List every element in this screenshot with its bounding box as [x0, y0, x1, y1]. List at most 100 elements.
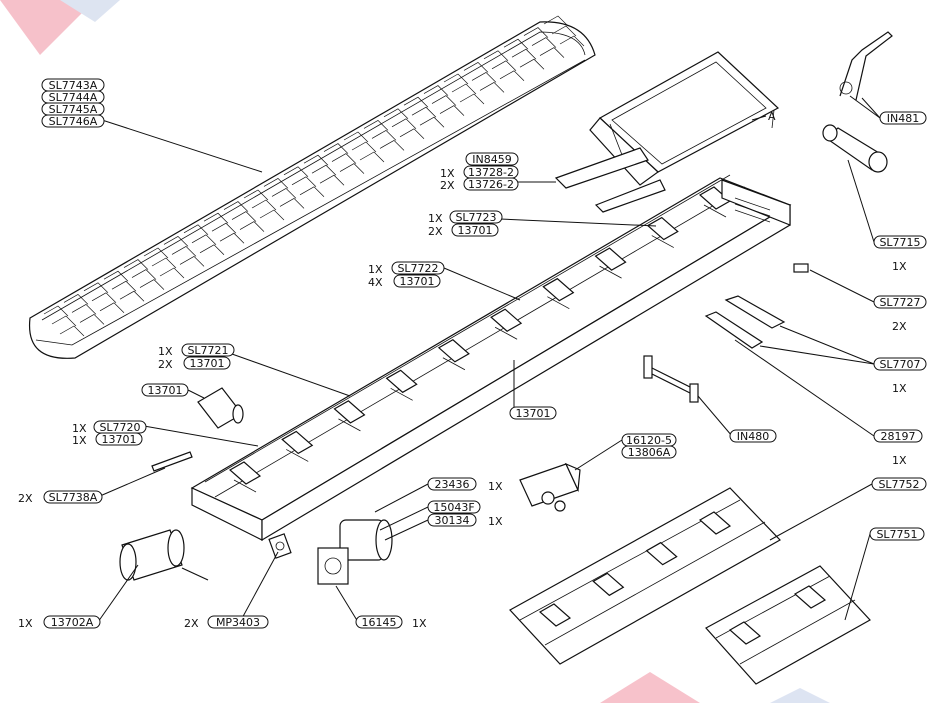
callout-in8459: IN8459	[465, 152, 519, 166]
qty-sl7723: 1X	[428, 212, 443, 225]
callout-labels: SL7743A SL7744A SL7745A SL7746A A IN8459…	[18, 78, 927, 630]
svg-text:SL7723: SL7723	[455, 211, 496, 224]
callout-mp3403: MP3403	[207, 615, 269, 629]
small-block	[793, 263, 809, 273]
callout-30134: 30134	[427, 513, 477, 527]
svg-text:23436: 23436	[435, 478, 470, 491]
small-roller	[197, 387, 244, 429]
callout-in481: IN481	[879, 111, 927, 125]
svg-text:SL7751: SL7751	[876, 528, 917, 541]
svg-text:13701: 13701	[148, 384, 183, 397]
svg-text:13701: 13701	[400, 275, 435, 288]
callout-sl7722: SL7722	[391, 261, 445, 275]
qty-sl7721: 1X	[158, 345, 173, 358]
callout-sl7727: SL7727	[873, 295, 927, 309]
bearing-plate	[268, 533, 292, 559]
qty-sl7738a: 2X	[18, 492, 33, 505]
qty-sl7707: 1X	[892, 382, 907, 395]
callout-sl7738a: SL7738A	[43, 490, 103, 504]
svg-text:13701: 13701	[516, 407, 551, 420]
svg-text:13806A: 13806A	[628, 446, 671, 459]
qty-sl7727: 2X	[892, 320, 907, 333]
callout-hopper-suffix: A	[768, 110, 776, 123]
svg-text:15043F: 15043F	[433, 501, 474, 514]
svg-text:13701: 13701	[458, 224, 493, 237]
qty-30134: 1X	[488, 515, 503, 528]
support-pole	[643, 355, 699, 403]
callout-13701-d: 13701	[141, 383, 189, 397]
frame-section-large	[509, 487, 781, 665]
callout-sl7721: SL7721	[181, 343, 235, 357]
callout-13702a: 13702A	[43, 615, 101, 629]
qty-13702a: 1X	[18, 617, 33, 630]
svg-text:13701: 13701	[190, 357, 225, 370]
svg-text:SL7738A: SL7738A	[49, 491, 98, 504]
callout-13726-2: 13726-2	[463, 177, 519, 191]
qty-13701-f: 1X	[72, 434, 87, 447]
conveyor-belt	[28, 15, 596, 359]
svg-text:SL7752: SL7752	[878, 478, 919, 491]
qty-13726: 2X	[440, 179, 455, 192]
svg-text:SL7707: SL7707	[879, 358, 920, 371]
svg-text:13702A: 13702A	[51, 616, 94, 629]
svg-text:IN8459: IN8459	[472, 153, 511, 166]
qty-16145: 1X	[412, 617, 427, 630]
callout-13728-2: 13728-2	[463, 165, 519, 179]
svg-text:16120-5: 16120-5	[626, 434, 672, 447]
return-roller	[822, 124, 888, 173]
callout-13701-c: 13701	[183, 356, 231, 370]
svg-text:IN480: IN480	[737, 430, 769, 443]
qty-16120: 1X	[488, 480, 503, 493]
qty-sl7715: 1X	[892, 260, 907, 273]
svg-text:SL7722: SL7722	[397, 262, 438, 275]
svg-text:SL7744A: SL7744A	[49, 91, 98, 104]
qty-mp3403: 2X	[184, 617, 199, 630]
svg-text:SL7715: SL7715	[879, 236, 920, 249]
control-box	[519, 462, 581, 512]
svg-text:13728-2: 13728-2	[468, 166, 514, 179]
callout-13701-b: 13701	[393, 274, 441, 288]
callout-13701-f: 13701	[95, 432, 143, 446]
qty-13728: 1X	[440, 167, 455, 180]
callout-sl7745a: SL7745A	[41, 102, 105, 116]
frame-section-small	[705, 565, 871, 685]
svg-text:MP3403: MP3403	[216, 616, 260, 629]
svg-text:SL7743A: SL7743A	[49, 79, 98, 92]
callout-sl7751: SL7751	[869, 527, 925, 541]
svg-text:16145: 16145	[362, 616, 397, 629]
qty-13701-b: 4X	[368, 276, 383, 289]
svg-text:SL7721: SL7721	[187, 344, 228, 357]
guide-plates	[704, 295, 786, 349]
qty-sl7722: 1X	[368, 263, 383, 276]
callout-sl7723: SL7723	[449, 210, 503, 224]
callout-sl7744a: SL7744A	[41, 90, 105, 104]
svg-text:13726-2: 13726-2	[468, 178, 514, 191]
callout-sl7743a: SL7743A	[41, 78, 105, 92]
qty-13701-a: 2X	[428, 225, 443, 238]
clamp	[839, 31, 893, 101]
svg-text:SL7745A: SL7745A	[49, 103, 98, 116]
qty-sl7720: 1X	[72, 422, 87, 435]
callout-16145: 16145	[355, 615, 403, 629]
callout-sl7752: SL7752	[871, 477, 927, 491]
callout-23436: 23436	[427, 477, 477, 491]
callout-sl7746a: SL7746A	[41, 114, 105, 128]
callout-sl7720: SL7720	[93, 420, 147, 434]
conveyor-frame	[190, 174, 792, 542]
hopper	[554, 51, 780, 213]
callout-sl7707: SL7707	[873, 357, 927, 371]
callout-sl7715: SL7715	[873, 235, 927, 249]
svg-text:SL7727: SL7727	[879, 296, 920, 309]
callout-15043f: 15043F	[427, 500, 481, 514]
qty-28197: 1X	[892, 454, 907, 467]
svg-text:SL7746A: SL7746A	[49, 115, 98, 128]
shaft	[151, 451, 193, 472]
callout-13701-e: 13701	[509, 406, 557, 420]
callout-in480: IN480	[729, 429, 777, 443]
callout-13701-a: 13701	[451, 223, 499, 237]
svg-text:28197: 28197	[881, 430, 916, 443]
leader-lines	[97, 95, 881, 623]
callout-16120-5: 16120-5	[621, 433, 677, 447]
svg-text:IN481: IN481	[887, 112, 919, 125]
